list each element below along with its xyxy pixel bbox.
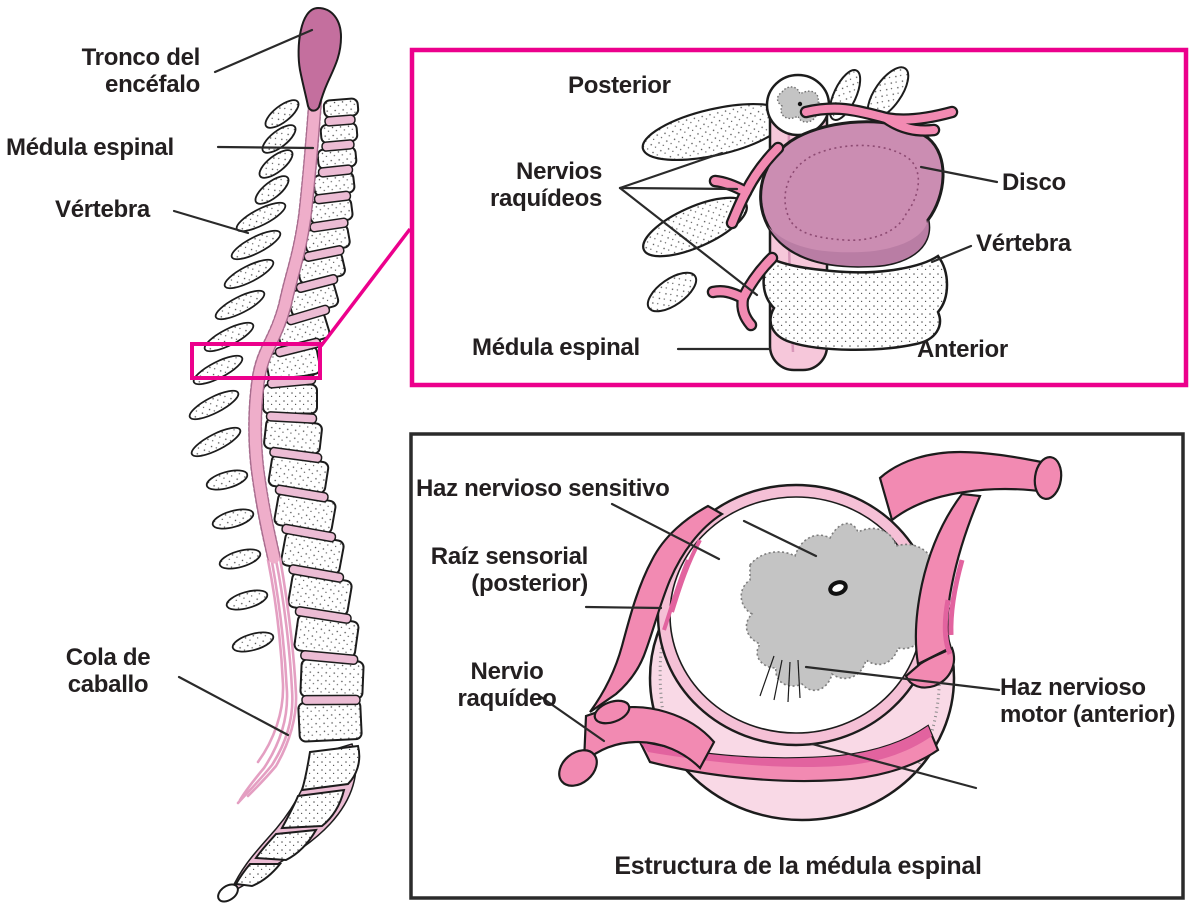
- label-vertebra: Vértebra: [55, 196, 150, 223]
- label-cauda-equina: Cola de caballo: [65, 644, 151, 699]
- zoom-rectangle: [190, 342, 322, 380]
- label-brainstem: Tronco del encéfalo: [81, 44, 201, 99]
- label-posterior: Posterior: [568, 72, 671, 99]
- vertebra-inset-box: [409, 47, 1189, 388]
- label-motor-tract: Haz nervioso motor (anterior): [1000, 674, 1176, 729]
- sacrum-shape: [217, 743, 361, 903]
- label-spinal-nerve: Nervio raquídeo: [457, 658, 557, 713]
- label-sensory-tract: Haz nervioso sensitivo: [416, 475, 670, 502]
- cord-inset-box: [409, 432, 1185, 900]
- label-spinal-nerves: Nervios raquídeos: [490, 158, 602, 213]
- cauda-equina-shape: [236, 556, 298, 805]
- right-nerve-roots: [878, 450, 1063, 689]
- zoom-highlight: [190, 227, 412, 380]
- inset-caption: Estructura de la médula espinal: [614, 852, 982, 880]
- spine-leader-lines: [172, 28, 315, 737]
- spinal-cord-shape: [248, 83, 323, 565]
- vertebra-inset-leaders: [618, 151, 999, 351]
- label-anterior: Anterior: [917, 336, 1008, 363]
- cord-cut-surface: [765, 73, 831, 137]
- label-spinal-cord-inset: Médula espinal: [472, 334, 640, 361]
- vertebra-body-shape: [762, 254, 949, 351]
- label-disc: Disco: [1002, 169, 1066, 196]
- label-sensory-root: Raíz sensorial (posterior): [430, 543, 589, 598]
- label-vertebra-inset: Vértebra: [976, 230, 1071, 257]
- brainstem-shape: [297, 6, 343, 112]
- disc-shape: [759, 120, 945, 268]
- gray-matter-shape: [740, 522, 943, 692]
- spinal-nerves-shape: [706, 102, 959, 332]
- label-spinal-cord: Médula espinal: [6, 134, 174, 161]
- cord-inset-leaders: [539, 502, 1001, 790]
- spine-illustration: [188, 6, 365, 903]
